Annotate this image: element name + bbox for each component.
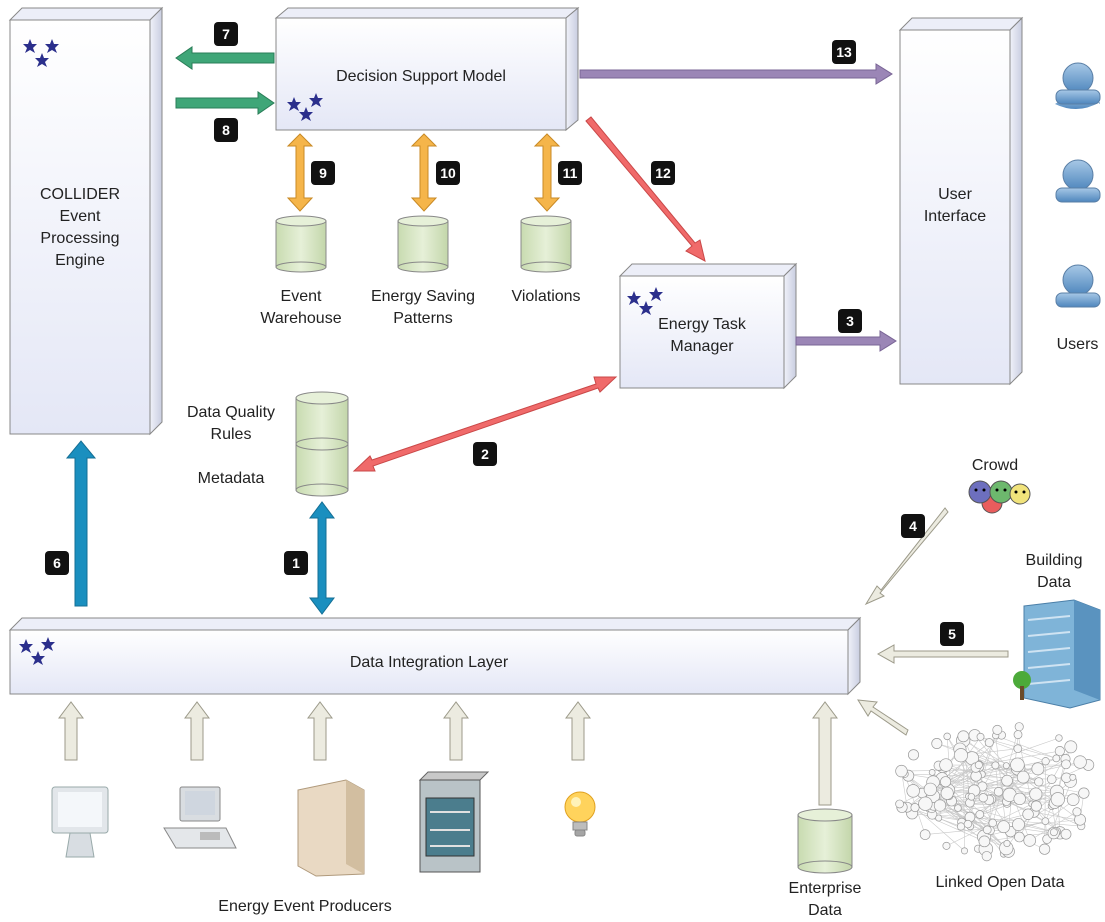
user-icon [1055, 63, 1100, 109]
arrow-3 [796, 331, 896, 351]
energy-saving-patterns-cylinder [398, 216, 448, 272]
arrow-1 [310, 502, 334, 614]
badge-12: 12 [651, 161, 675, 185]
decision-support-model-label: Decision Support Model [276, 66, 566, 88]
badge-3: 3 [838, 309, 862, 333]
building-data-label: Building Data [1006, 550, 1102, 594]
badge-1: 1 [284, 551, 308, 575]
enterprise-data-cylinder [798, 809, 852, 873]
quality-rules-metadata-cylinder [296, 392, 348, 496]
building-icon [1013, 600, 1100, 708]
badge-11: 11 [558, 161, 582, 185]
arrow-12 [586, 117, 705, 261]
badge-7: 7 [214, 22, 238, 46]
badge-5: 5 [940, 622, 964, 646]
crowd-icon [969, 481, 1030, 513]
collider-engine-label: COLLIDER Event Processing Engine [10, 184, 150, 272]
data-quality-rules-label: Data Quality Rules [176, 402, 286, 446]
arrow-9 [288, 134, 312, 211]
badge-9: 9 [311, 161, 335, 185]
monitor-icon [52, 787, 108, 857]
arrow-enterprise [813, 702, 837, 805]
arrow-13 [580, 64, 892, 84]
arrow-7 [176, 47, 274, 69]
badge-8: 8 [214, 118, 238, 142]
enterprise-data-label: Enterprise Data [770, 878, 880, 922]
arrow-linked-data [858, 700, 908, 735]
metadata-label: Metadata [186, 468, 276, 490]
badge-10: 10 [436, 161, 460, 185]
arrow-6 [67, 441, 95, 606]
arrow-5 [878, 645, 1008, 663]
arrow-8 [176, 92, 274, 114]
energy-event-producers-label: Energy Event Producers [180, 896, 430, 918]
users-label: Users [1050, 334, 1105, 356]
energy-saving-patterns-label: Energy Saving Patterns [358, 286, 488, 330]
arrow-10 [412, 134, 436, 211]
violations-label: Violations [496, 286, 596, 308]
server-icon [298, 780, 364, 876]
desktop-pc-icon [164, 787, 236, 848]
arrow-11 [535, 134, 559, 211]
user-icon [1056, 265, 1100, 307]
event-warehouse-cylinder [276, 216, 326, 272]
linked-open-data-label: Linked Open Data [900, 872, 1100, 894]
badge-13: 13 [832, 40, 856, 64]
badge-6: 6 [45, 551, 69, 575]
data-integration-layer-label: Data Integration Layer [10, 652, 848, 674]
event-warehouse-label: Event Warehouse [246, 286, 356, 330]
light-bulb-icon [565, 792, 595, 836]
user-interface-label: User Interface [900, 184, 1010, 228]
user-icon [1056, 160, 1100, 202]
crowd-label: Crowd [960, 455, 1030, 477]
dishwasher-icon [420, 772, 488, 872]
badge-4: 4 [901, 514, 925, 538]
badge-2: 2 [473, 442, 497, 466]
linked-open-data-cloud [896, 723, 1094, 861]
producer-arrows [59, 702, 590, 760]
energy-task-manager-label: Energy Task Manager [620, 314, 784, 358]
violations-cylinder [521, 216, 571, 272]
